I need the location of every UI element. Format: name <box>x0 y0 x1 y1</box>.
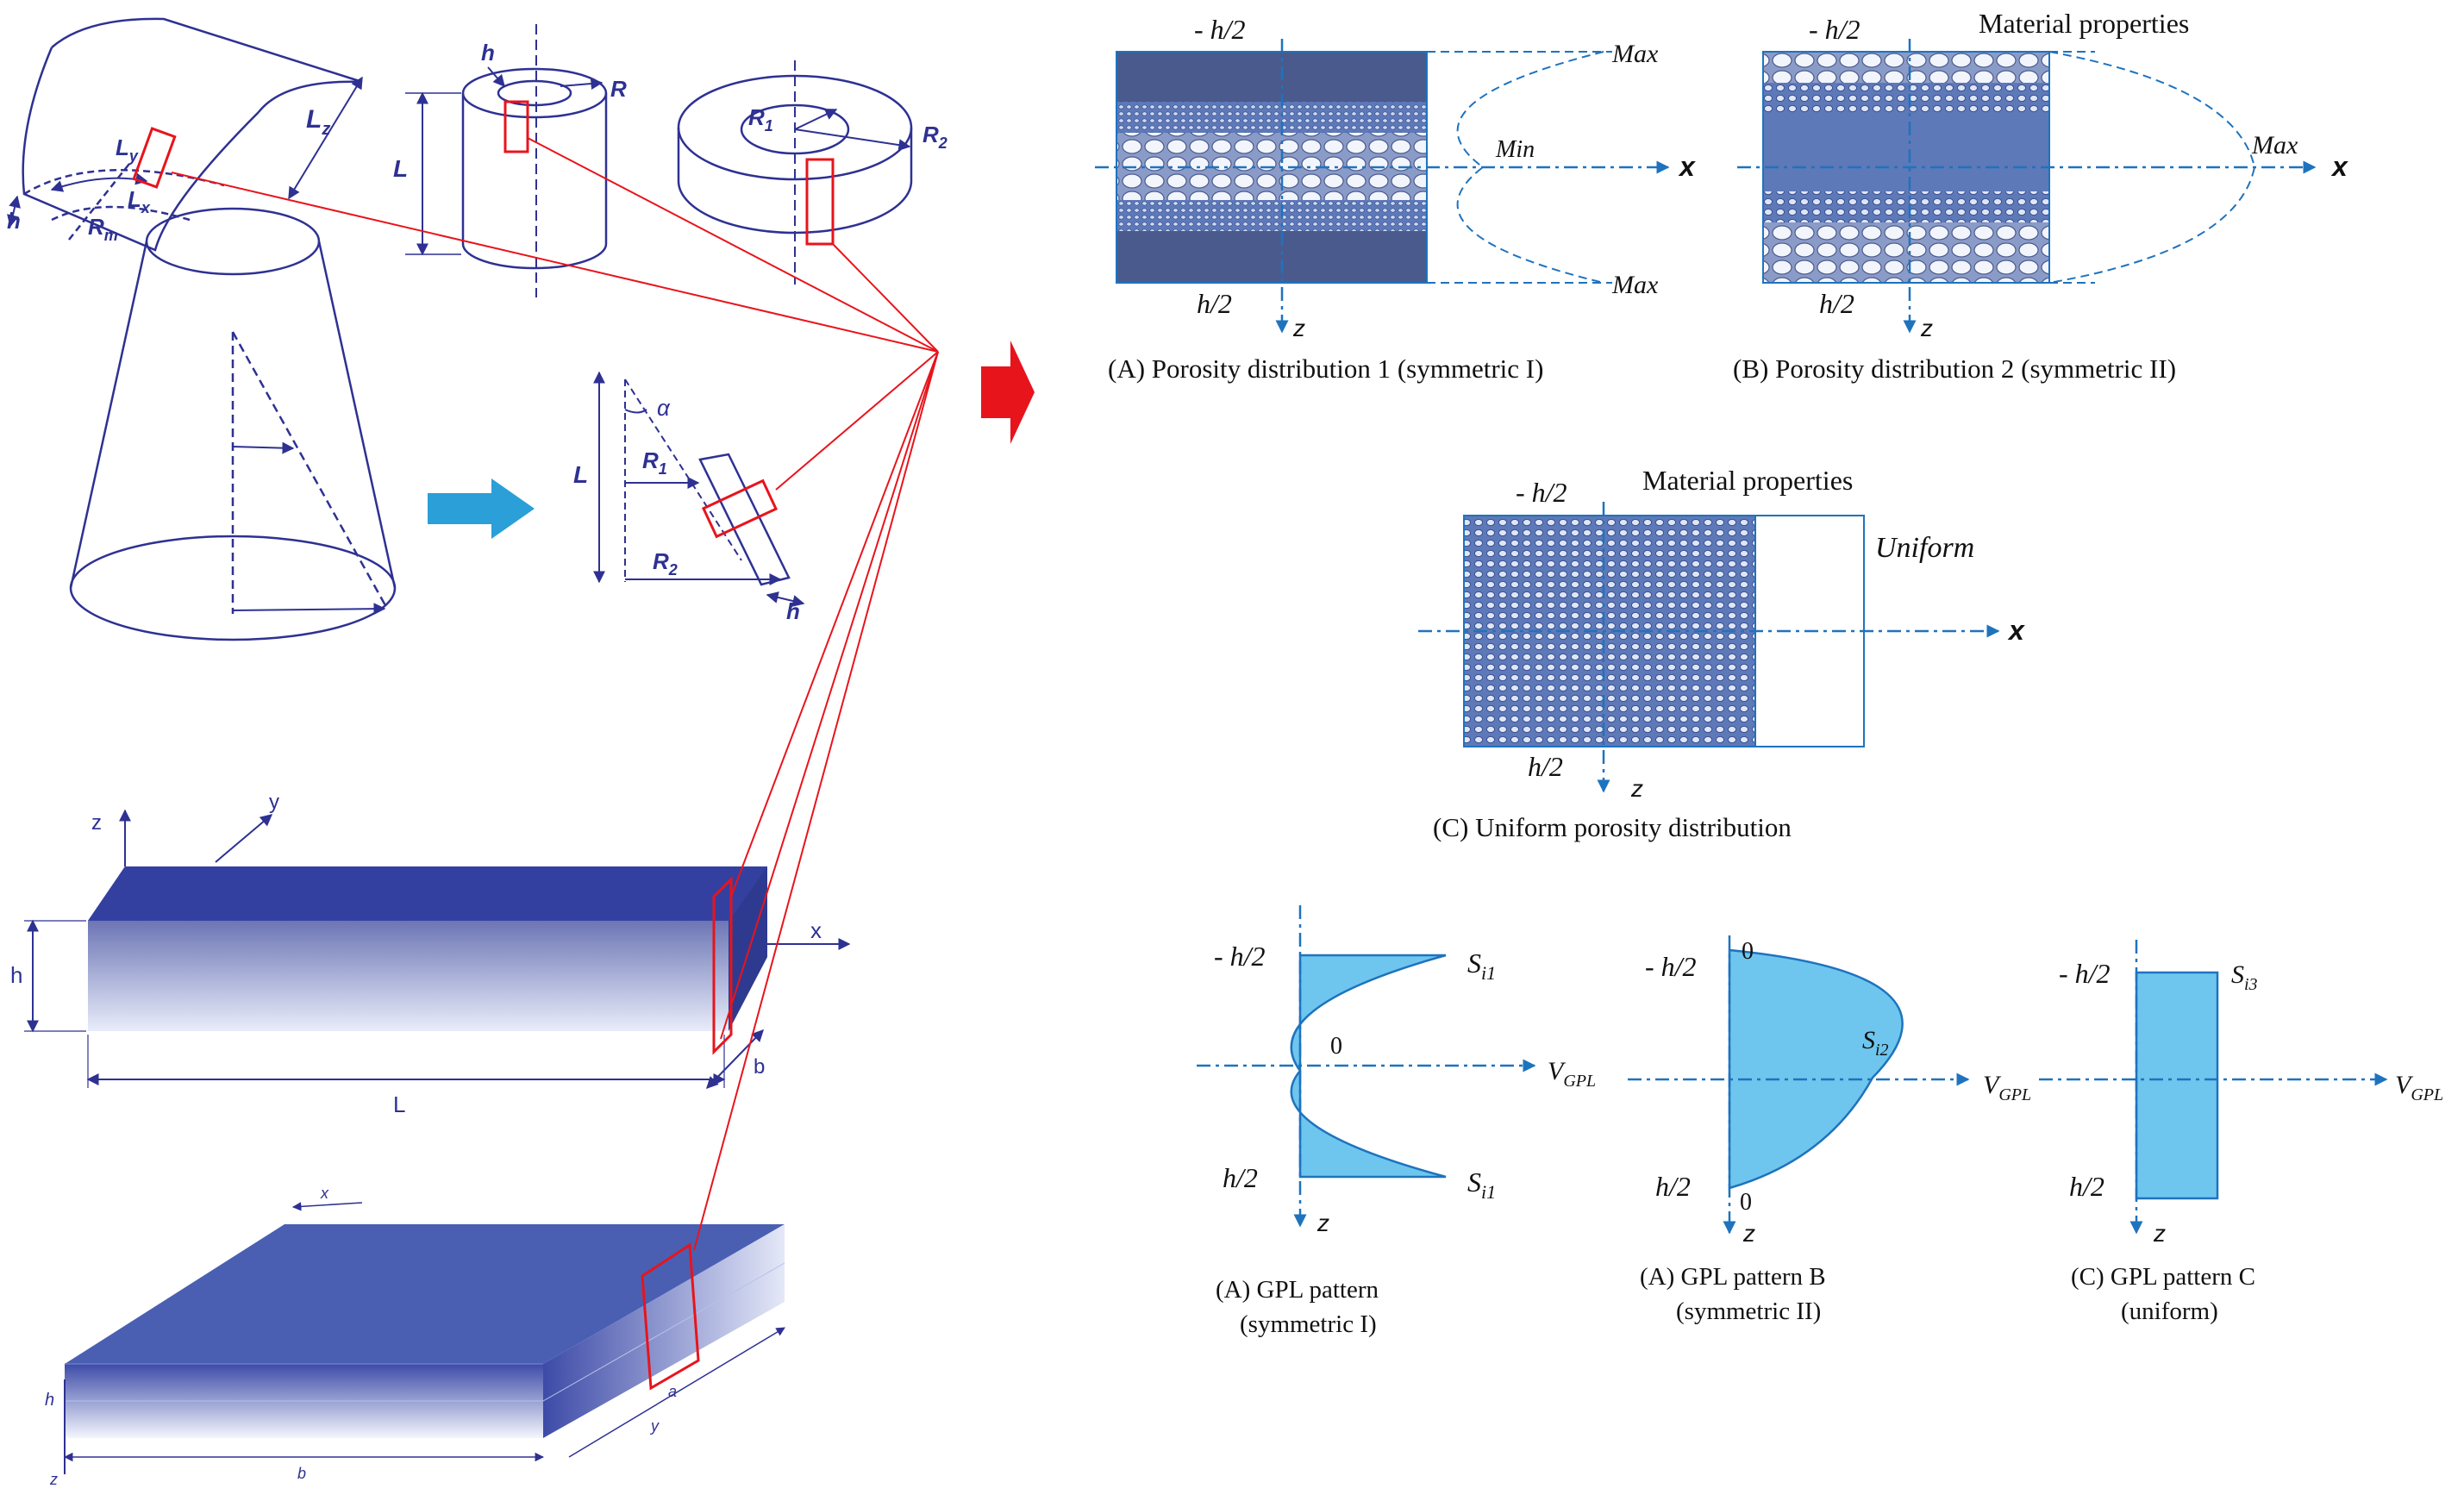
gpl-b-zero-bottom: 0 <box>1740 1189 1752 1216</box>
beam-b-label: b <box>754 1055 765 1079</box>
porosity-a-max-top: Max <box>1611 40 1659 68</box>
cone-h-label: h <box>786 598 800 624</box>
plate-x-label: x <box>320 1185 329 1202</box>
gpl-b-bottom-label: h/2 <box>1655 1171 1691 1202</box>
beam-l-label: L <box>393 1091 405 1117</box>
porosity-c-uniform: Uniform <box>1875 532 1974 564</box>
porosity-c-top-label: - h/2 <box>1516 477 1567 508</box>
gpl-a-caption-2: (symmetric I) <box>1240 1310 1377 1338</box>
curved-panel-sketch <box>7 17 363 252</box>
cylinder-l-label: L <box>393 155 408 182</box>
cone-r2-label: R2 <box>653 548 678 579</box>
cone-l-label: L <box>573 461 588 488</box>
beam-h-label: h <box>10 962 22 988</box>
panel-h-label: h <box>7 208 21 234</box>
gpl-b-v-axis: VGPL <box>1983 1071 2031 1104</box>
panel-lx-label: Lx <box>128 186 151 216</box>
cylinder-r-label: R <box>610 76 627 102</box>
gpl-c-caption-1: (C) GPL pattern C <box>2071 1263 2255 1291</box>
panel-rm-label: Rm <box>88 214 118 244</box>
red-arrow-icon <box>981 341 1035 444</box>
gpl-a-z-axis: z <box>1316 1210 1329 1236</box>
porosity-a-caption: (A) Porosity distribution 1 (symmetric I… <box>1108 353 1543 384</box>
beam-sketch <box>24 809 851 1090</box>
gpl-b-caption-2: (symmetric II) <box>1676 1298 1821 1325</box>
annulus-sketch <box>677 60 913 285</box>
plate-z-label: z <box>49 1471 58 1488</box>
beam-x-label: x <box>810 917 822 943</box>
plate-sketch <box>63 1202 785 1474</box>
gpl-b-caption-1: (A) GPL pattern B <box>1640 1263 1826 1291</box>
gpl-a-bottom-label: h/2 <box>1223 1162 1258 1193</box>
porosity-c-title: Material properties <box>1642 465 1853 496</box>
gpl-b-zero-top: 0 <box>1742 938 1754 965</box>
plate-y-label: y <box>649 1417 660 1435</box>
right-arrow-icon <box>428 478 535 539</box>
plate-b-label: b <box>297 1465 306 1482</box>
cone-sketch <box>69 207 397 641</box>
porosity-a-max-bottom: Max <box>1611 271 1659 299</box>
cylinder-h-label: h <box>481 40 495 66</box>
gpl-b-z-axis: z <box>1742 1220 1755 1247</box>
panel-lz-label: Lz <box>306 105 330 139</box>
beam-y-label: y <box>269 791 279 814</box>
gpl-a-s-bottom: Si1 <box>1467 1166 1496 1203</box>
gpl-c-caption-2: (uniform) <box>2121 1298 2218 1325</box>
porosity-a-panel <box>1095 39 1670 334</box>
porosity-b-panel <box>1737 39 2317 334</box>
gpl-a-v-axis: VGPL <box>1548 1057 1596 1091</box>
cone-section-sketch <box>593 371 805 607</box>
gpl-a-zero: 0 <box>1330 1033 1342 1060</box>
porosity-a-bottom-label: h/2 <box>1197 288 1232 319</box>
porosity-b-caption: (B) Porosity distribution 2 (symmetric I… <box>1733 353 2176 384</box>
gpl-b-panel <box>1628 935 1970 1235</box>
porosity-c-bottom-label: h/2 <box>1528 751 1563 782</box>
gpl-b-s: Si2 <box>1862 1026 1889 1060</box>
gpl-c-s: Si3 <box>2231 960 2258 994</box>
porosity-b-title: Material properties <box>1979 8 2189 39</box>
porosity-a-min: Min <box>1495 136 1535 163</box>
porosity-b-top-label: - h/2 <box>1809 14 1861 45</box>
porosity-b-z-axis: z <box>1920 315 1933 341</box>
gpl-a-top-label: - h/2 <box>1214 941 1266 972</box>
porosity-a-z-axis: z <box>1292 315 1305 341</box>
porosity-b-x-axis: x <box>2330 151 2348 182</box>
cylinder-sketch <box>405 24 608 297</box>
porosity-c-panel <box>1418 502 2000 793</box>
panel-ly-label: Ly <box>116 134 139 165</box>
annulus-r2-label: R2 <box>922 122 947 152</box>
porosity-b-max: Max <box>2251 131 2298 159</box>
gpl-c-z-axis: z <box>2153 1220 2166 1247</box>
annulus-r1-label: R1 <box>748 104 773 134</box>
gpl-b-top-label: - h/2 <box>1645 951 1697 982</box>
porosity-a-top-label: - h/2 <box>1194 14 1246 45</box>
porosity-c-caption: (C) Uniform porosity distribution <box>1433 812 1792 842</box>
porosity-c-z-axis: z <box>1630 775 1643 802</box>
porosity-c-x-axis: x <box>2007 615 2025 646</box>
gpl-a-s-top: Si1 <box>1467 948 1496 984</box>
cone-r1-label: R1 <box>642 447 667 478</box>
porosity-a-x-axis: x <box>1678 151 1696 182</box>
gpl-a-panel <box>1197 905 1536 1228</box>
beam-z-label: z <box>91 811 102 835</box>
plate-a-label: a <box>668 1383 677 1400</box>
cone-alpha-label: α <box>657 395 671 421</box>
gpl-c-top-label: - h/2 <box>2059 958 2111 989</box>
gpl-c-bottom-label: h/2 <box>2069 1171 2104 1202</box>
porosity-b-bottom-label: h/2 <box>1819 288 1854 319</box>
plate-h-label: h <box>45 1391 54 1410</box>
gpl-c-panel <box>2039 940 2388 1235</box>
gpl-a-caption-1: (A) GPL pattern <box>1216 1276 1379 1304</box>
gpl-c-v-axis: VGPL <box>2395 1071 2443 1104</box>
callout-lines <box>171 137 939 1251</box>
